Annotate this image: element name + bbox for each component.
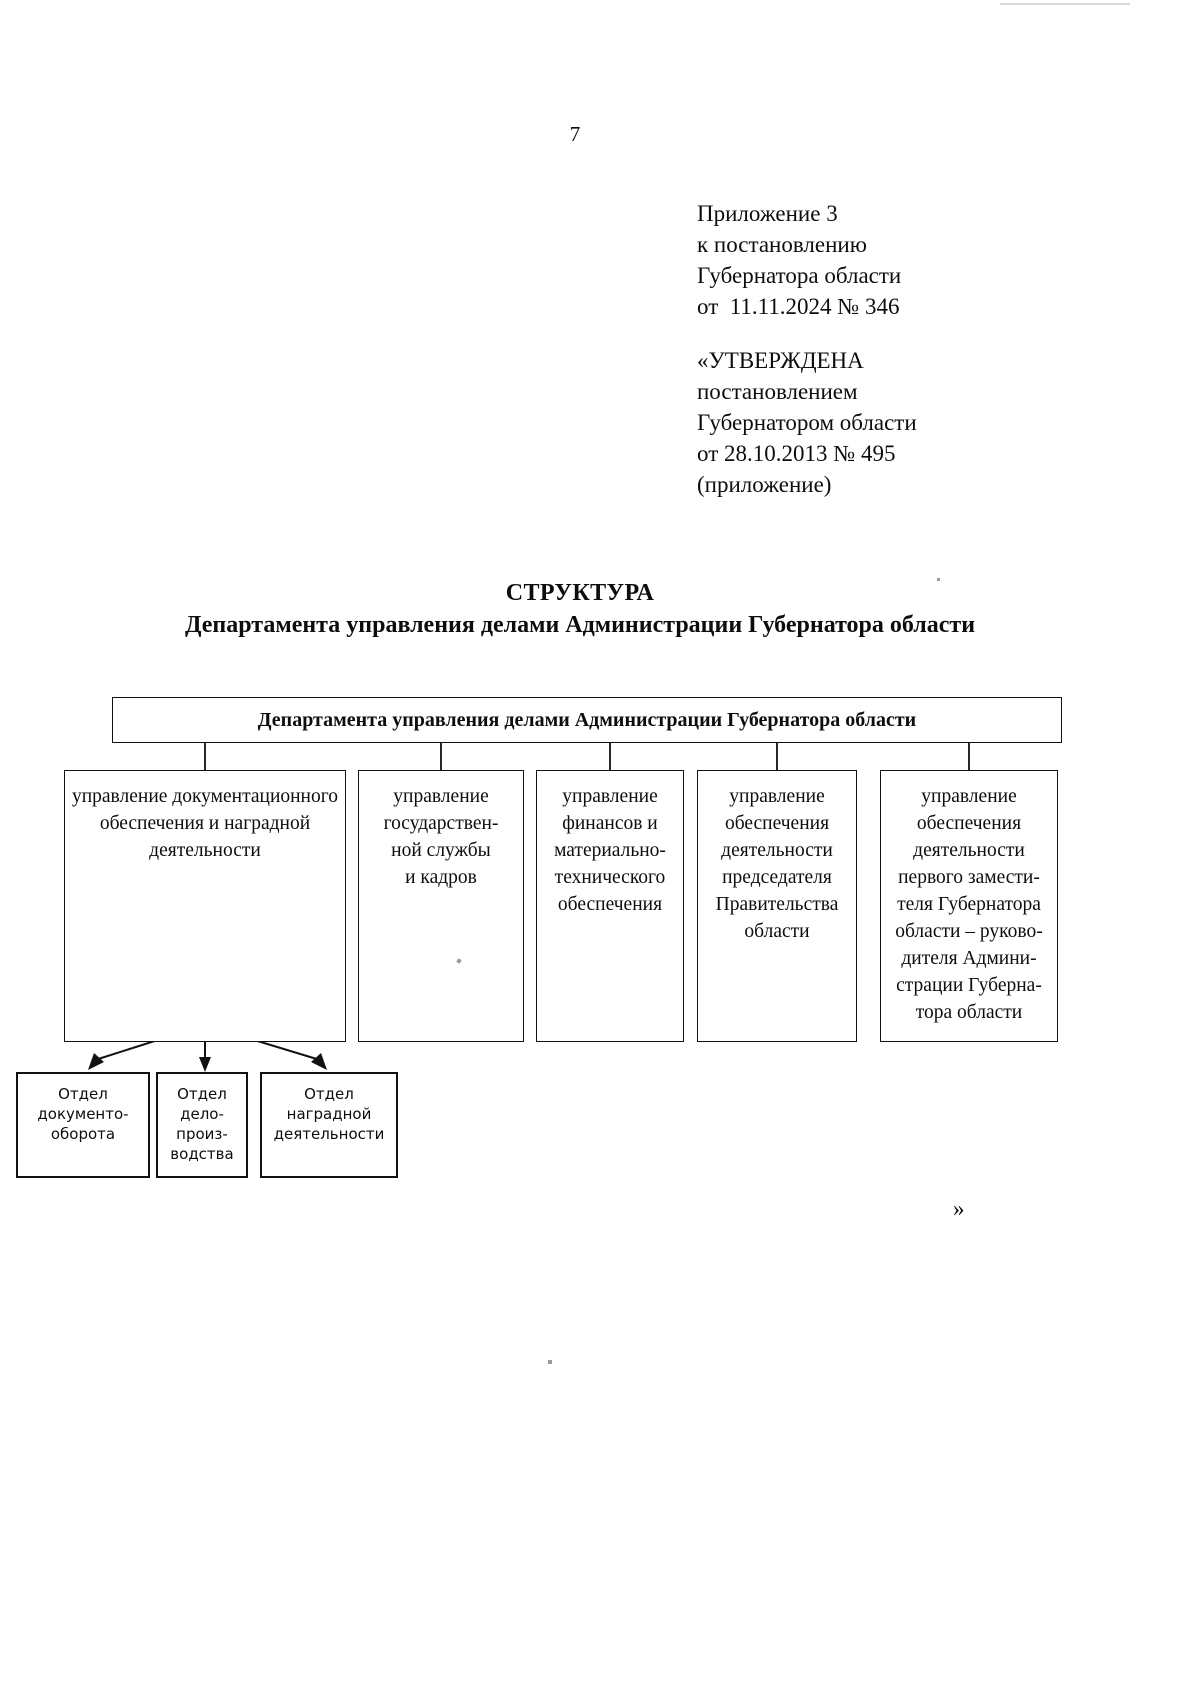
org-unit-box-2[interactable]: управление финансов и материально- техни…	[536, 770, 684, 1042]
org-unit-label-4: управление обеспечения деятельности перв…	[895, 786, 1043, 1023]
closing-quotation-mark: »	[953, 1196, 965, 1221]
org-unit-box-4[interactable]: управление обеспечения деятельности перв…	[880, 770, 1058, 1042]
appendix-reference-block: Приложение 3 к постановлению Губернатора…	[697, 201, 902, 319]
connector-arrowheads	[88, 1053, 327, 1072]
org-department-label-0: Отдел документо- оборота	[37, 1085, 129, 1143]
document-title: СТРУКТУРА	[505, 580, 655, 606]
org-root-box[interactable]: Департамента управления делами Администр…	[112, 697, 1062, 743]
org-unit-label-0: управление документационного обеспечения…	[71, 786, 339, 861]
arrowhead-dept-0	[88, 1053, 104, 1070]
approval-reference-block: «УТВЕРЖДЕНА постановлением Губернатором …	[697, 348, 917, 497]
org-department-label-1: Отдел дело- произ- водства	[170, 1085, 234, 1163]
arrowhead-dept-2	[311, 1053, 327, 1070]
scan-speck	[937, 578, 940, 581]
page-number: 7	[569, 122, 581, 146]
scan-speck	[548, 1360, 552, 1364]
org-department-label-2: Отдел наградной деятельности	[273, 1085, 385, 1143]
org-unit-label-1: управление государствен- ной службы и ка…	[383, 786, 499, 888]
org-root-label: Департамента управления делами Администр…	[257, 709, 917, 731]
org-department-box-2[interactable]: Отдел наградной деятельности	[260, 1072, 398, 1178]
org-unit-box-0[interactable]: управление документационного обеспечения…	[64, 770, 346, 1042]
org-unit-box-3[interactable]: управление обеспечения деятельности пред…	[697, 770, 857, 1042]
document-subtitle: Департамента управления делами Администр…	[184, 612, 976, 638]
org-unit-label-2: управление финансов и материально- техни…	[554, 786, 666, 915]
org-unit-box-1[interactable]: управление государствен- ной службы и ка…	[358, 770, 524, 1042]
scan-edge-mark	[1000, 3, 1130, 5]
org-department-box-1[interactable]: Отдел дело- произ- водства	[156, 1072, 248, 1178]
arrowhead-dept-1	[199, 1057, 211, 1072]
org-department-box-0[interactable]: Отдел документо- оборота	[16, 1072, 150, 1178]
org-unit-label-3: управление обеспечения деятельности пред…	[715, 786, 839, 942]
